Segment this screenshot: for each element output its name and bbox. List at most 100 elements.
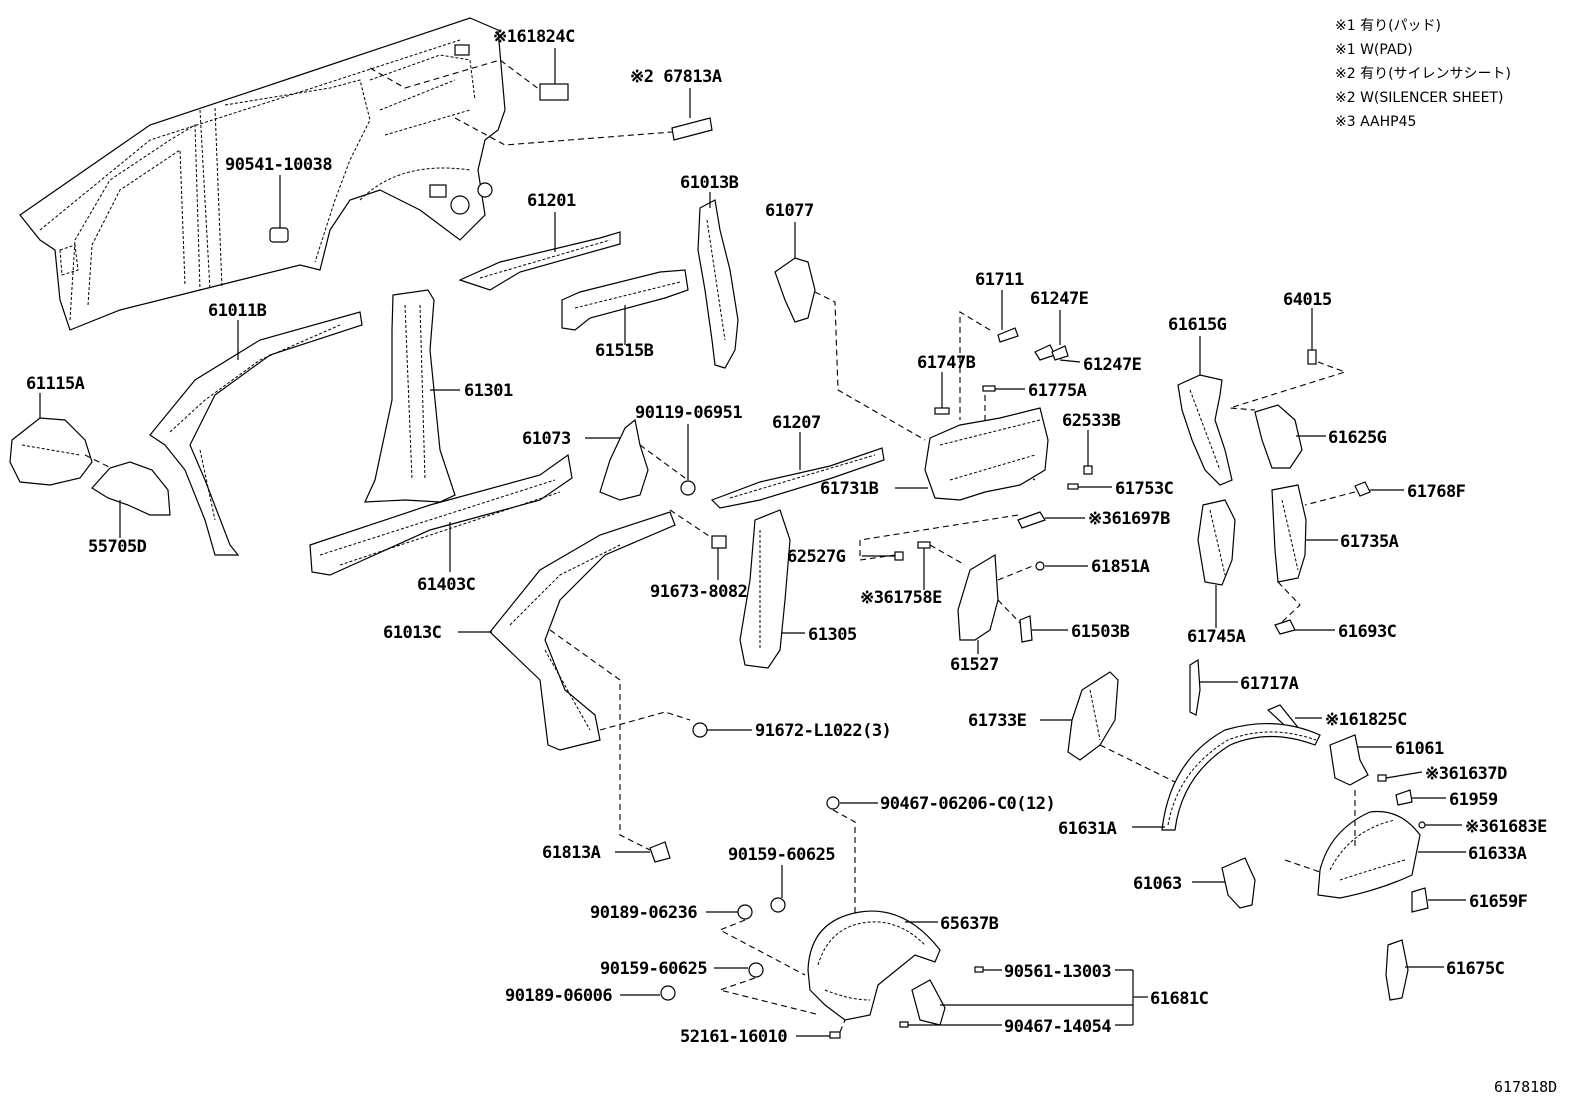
part-61768F: 61768F bbox=[1304, 481, 1466, 506]
label-61207: 61207 bbox=[772, 413, 821, 433]
label-61615G: 61615G bbox=[1168, 315, 1227, 335]
label-61013B: 61013B bbox=[680, 173, 739, 193]
part-90189-06006: 90189-06006 bbox=[505, 985, 676, 1006]
label-61527: 61527 bbox=[950, 655, 999, 675]
label-61711: 61711 bbox=[975, 270, 1024, 290]
part-61959: 61959 bbox=[1395, 789, 1498, 810]
label-90541-10038: 90541-10038 bbox=[225, 155, 332, 175]
part-61625G: 61625G bbox=[1254, 404, 1387, 469]
part-90159-60625-top: 90159-60625 bbox=[728, 845, 836, 913]
label-61747B: 61747B bbox=[917, 353, 976, 373]
part-55705D: 55705D bbox=[88, 461, 171, 557]
label-90159-60625-top: 90159-60625 bbox=[728, 845, 835, 865]
label-61403C: 61403C bbox=[417, 575, 475, 595]
notes-legend: ※1 有り(パッド) ※1 W(PAD) ※2 有り(サイレンサシート) ※2 … bbox=[1335, 18, 1511, 130]
part-61301: 61301 bbox=[364, 289, 513, 503]
label-61768F: 61768F bbox=[1407, 482, 1466, 502]
label-61637D: ※361637D bbox=[1425, 764, 1507, 784]
part-61681C: 61681C bbox=[940, 969, 1209, 1026]
label-90189-06236: 90189-06236 bbox=[590, 903, 697, 923]
diagram-code: 617818D bbox=[1494, 1078, 1557, 1096]
part-61115A: 61115A bbox=[9, 374, 116, 486]
part-61683E: ※361683E bbox=[1418, 817, 1548, 837]
label-90189-06006: 90189-06006 bbox=[505, 986, 612, 1006]
label-61515B: 61515B bbox=[595, 341, 654, 361]
note-2: ※1 W(PAD) bbox=[1335, 42, 1413, 58]
label-61011B: 61011B bbox=[208, 301, 267, 321]
label-61201: 61201 bbox=[527, 191, 576, 211]
part-61745A: 61745A bbox=[1187, 499, 1246, 647]
label-61301: 61301 bbox=[464, 381, 513, 401]
part-61697B: ※361697B bbox=[859, 509, 1171, 561]
label-61115A: 61115A bbox=[26, 374, 85, 394]
part-61659F: 61659F bbox=[1411, 887, 1528, 913]
part-61731B: 61731B bbox=[820, 407, 1049, 501]
label-61733E: 61733E bbox=[968, 711, 1027, 731]
label-61825C: ※161825C bbox=[1325, 710, 1407, 730]
part-61758E: ※361758E bbox=[860, 541, 966, 608]
label-90561-13003: 90561-13003 bbox=[1004, 962, 1111, 982]
part-61711: 61711 bbox=[959, 270, 1024, 420]
part-61527: 61527 bbox=[950, 553, 1036, 675]
label-67813A: ※2 67813A bbox=[630, 67, 722, 87]
part-90119-06951: 90119-06951 bbox=[635, 403, 743, 496]
label-90159-60625-bottom: 90159-60625 bbox=[600, 959, 707, 979]
label-61735A: 61735A bbox=[1340, 532, 1399, 552]
label-91672-L1022: 91672-L1022(3) bbox=[755, 721, 891, 741]
label-61683E: ※361683E bbox=[1465, 817, 1547, 837]
part-61615G: 61615G bbox=[1168, 315, 1233, 486]
label-61247E-bottom: 61247E bbox=[1083, 355, 1142, 375]
label-61813A: 61813A bbox=[542, 843, 601, 863]
part-61813A: 61813A bbox=[542, 841, 671, 863]
part-90189-06236: 90189-06236 bbox=[590, 903, 806, 976]
part-90159-60625-bottom: 90159-60625 bbox=[600, 959, 821, 1016]
part-61637D: ※361637D bbox=[1377, 764, 1508, 784]
label-61753C: 61753C bbox=[1115, 479, 1173, 499]
label-61503B: 61503B bbox=[1071, 622, 1130, 642]
part-61515B: 61515B bbox=[561, 269, 689, 361]
label-61681C: 61681C bbox=[1150, 989, 1208, 1009]
note-5: ※3 AAHP45 bbox=[1335, 114, 1416, 130]
label-61959: 61959 bbox=[1449, 790, 1498, 810]
part-61717A: 61717A bbox=[1189, 658, 1299, 716]
part-61247E-bottom: 61247E bbox=[1051, 345, 1142, 375]
label-52161-16010: 52161-16010 bbox=[680, 1027, 787, 1047]
part-61693C: 61693C bbox=[1274, 619, 1397, 642]
part-65637B: 65637B bbox=[807, 910, 999, 1021]
label-61851A: 61851A bbox=[1091, 557, 1150, 577]
note-1: ※1 有り(パッド) bbox=[1335, 18, 1441, 34]
part-61403C: 61403C bbox=[309, 453, 573, 595]
part-64015: 64015 bbox=[1229, 290, 1347, 411]
part-67813A: ※2 67813A bbox=[454, 67, 722, 146]
part-61011B: 61011B bbox=[149, 301, 363, 556]
part-61247E-top: 61247E bbox=[1030, 289, 1089, 361]
part-61013B: 61013B bbox=[680, 173, 739, 369]
part-61631A: 61631A bbox=[1058, 723, 1321, 839]
label-61659F: 61659F bbox=[1469, 892, 1528, 912]
part-91672-L1022: 91672-L1022(3) bbox=[692, 721, 892, 741]
part-61747B: 61747B bbox=[917, 353, 976, 415]
label-61717A: 61717A bbox=[1240, 674, 1299, 694]
part-61733E: 61733E bbox=[968, 671, 1176, 783]
label-161824C: ※161824C bbox=[493, 27, 575, 47]
part-61753C: 61753C bbox=[1067, 479, 1174, 499]
part-62527G: 62527G bbox=[787, 547, 904, 567]
label-61775A: 61775A bbox=[1028, 381, 1087, 401]
label-61693C: 61693C bbox=[1338, 622, 1396, 642]
part-90561-13003: 90561-13003 bbox=[974, 962, 1112, 982]
part-90467-14054: 90467-14054 bbox=[899, 1017, 1112, 1037]
part-61063: 61063 bbox=[1133, 857, 1256, 909]
note-4: ※2 W(SILENCER SHEET) bbox=[1335, 90, 1503, 106]
label-61633A: 61633A bbox=[1468, 844, 1527, 864]
part-61633A: 61633A bbox=[1284, 790, 1527, 899]
part-61305: 61305 bbox=[739, 509, 857, 669]
part-61735A: 61735A bbox=[1271, 484, 1399, 623]
part-61851A: 61851A bbox=[1035, 557, 1150, 577]
part-61073: 61073 bbox=[522, 418, 686, 501]
label-64015: 64015 bbox=[1283, 290, 1332, 310]
label-61077: 61077 bbox=[765, 201, 814, 221]
label-61063: 61063 bbox=[1133, 874, 1182, 894]
label-61247E-top: 61247E bbox=[1030, 289, 1089, 309]
label-90467-14054: 90467-14054 bbox=[1004, 1017, 1111, 1037]
